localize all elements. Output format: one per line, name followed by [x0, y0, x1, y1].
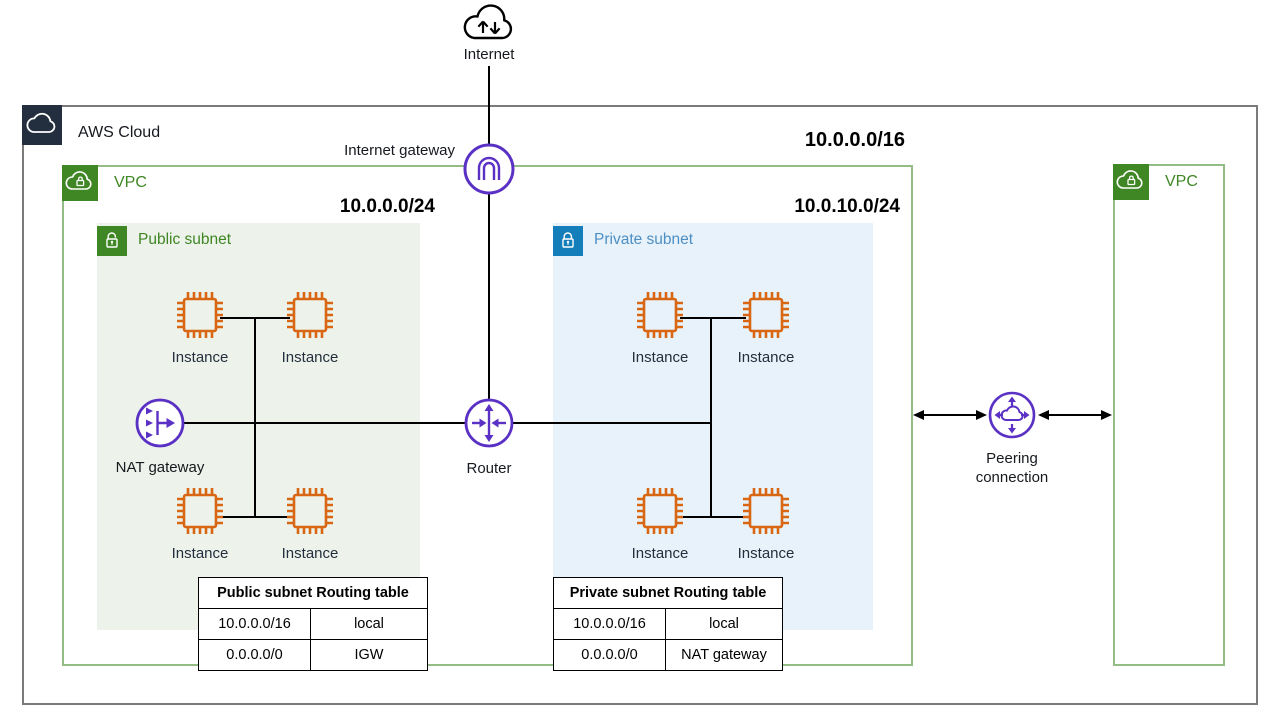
aws-cloud-box — [22, 105, 1258, 705]
instance-label: Instance — [737, 349, 795, 366]
public-routing-table: Public subnet Routing table 10.0.0.0/16 … — [198, 577, 428, 671]
instance-label: Instance — [171, 545, 229, 562]
igw-router-line — [488, 66, 490, 400]
vpc-main-label: VPC — [114, 174, 147, 191]
private-bottom-connector — [680, 516, 746, 518]
instance-label: Instance — [281, 349, 339, 366]
private-subnet-label: Private subnet — [594, 231, 694, 248]
aws-cloud-icon — [22, 105, 62, 145]
unlocked-padlock-icon — [97, 226, 127, 256]
nat-gateway-icon — [135, 398, 185, 448]
public-subnet-label: Public subnet — [138, 231, 232, 248]
internet-gateway-label: Internet gateway — [344, 142, 455, 159]
vpc-cidr-label: 10.0.0.0/16 — [804, 129, 905, 151]
private-subnet-box — [553, 223, 873, 630]
vpc-peer-label: VPC — [1165, 173, 1198, 190]
vpc-peer-icon — [1113, 164, 1149, 200]
instance-label: Instance — [631, 349, 689, 366]
router-icon — [464, 398, 514, 448]
instance-label: Instance — [281, 545, 339, 562]
ec2-instance-chip-icon — [637, 488, 683, 534]
private-subnet-cidr: 10.0.10.0/24 — [794, 196, 900, 217]
peering-connection-label: Peering connection — [975, 450, 1049, 486]
internet-cloud-icon — [463, 4, 513, 40]
aws-cloud-label: AWS Cloud — [78, 124, 161, 141]
router-label: Router — [466, 460, 512, 477]
nat-gateway-label: NAT gateway — [115, 459, 205, 476]
ec2-instance-chip-icon — [177, 292, 223, 338]
table-row: 0.0.0.0/0 IGW — [199, 639, 427, 670]
private-routing-table-title: Private subnet Routing table — [569, 585, 767, 601]
instance-label: Instance — [171, 349, 229, 366]
locked-padlock-icon — [553, 226, 583, 256]
ec2-instance-chip-icon — [287, 488, 333, 534]
public-routing-table-title: Public subnet Routing table — [217, 585, 409, 601]
private-top-connector — [680, 317, 746, 319]
ec2-instance-chip-icon — [637, 292, 683, 338]
ec2-instance-chip-icon — [177, 488, 223, 534]
internet-label: Internet — [463, 46, 515, 63]
table-row: 0.0.0.0/0 NAT gateway — [554, 639, 782, 670]
nat-router-line — [170, 422, 490, 424]
ec2-instance-chip-icon — [743, 292, 789, 338]
table-row: 10.0.0.0/16 local — [199, 608, 427, 639]
instance-label: Instance — [631, 545, 689, 562]
vpc-icon — [62, 165, 98, 201]
ec2-instance-chip-icon — [287, 292, 333, 338]
vpc-peer-box — [1113, 164, 1225, 666]
ec2-instance-chip-icon — [743, 488, 789, 534]
router-private-line — [500, 422, 712, 424]
peering-right-arrow — [1038, 410, 1112, 420]
private-routing-table: Private subnet Routing table 10.0.0.0/16… — [553, 577, 783, 671]
public-bus-line — [254, 317, 256, 518]
public-subnet-cidr: 10.0.0.0/24 — [339, 196, 435, 217]
internet-gateway-icon — [463, 143, 515, 195]
table-row: 10.0.0.0/16 local — [554, 608, 782, 639]
instance-label: Instance — [737, 545, 795, 562]
private-bus-line — [710, 317, 712, 518]
peering-connection-icon — [988, 391, 1036, 439]
peering-left-arrow — [913, 410, 987, 420]
